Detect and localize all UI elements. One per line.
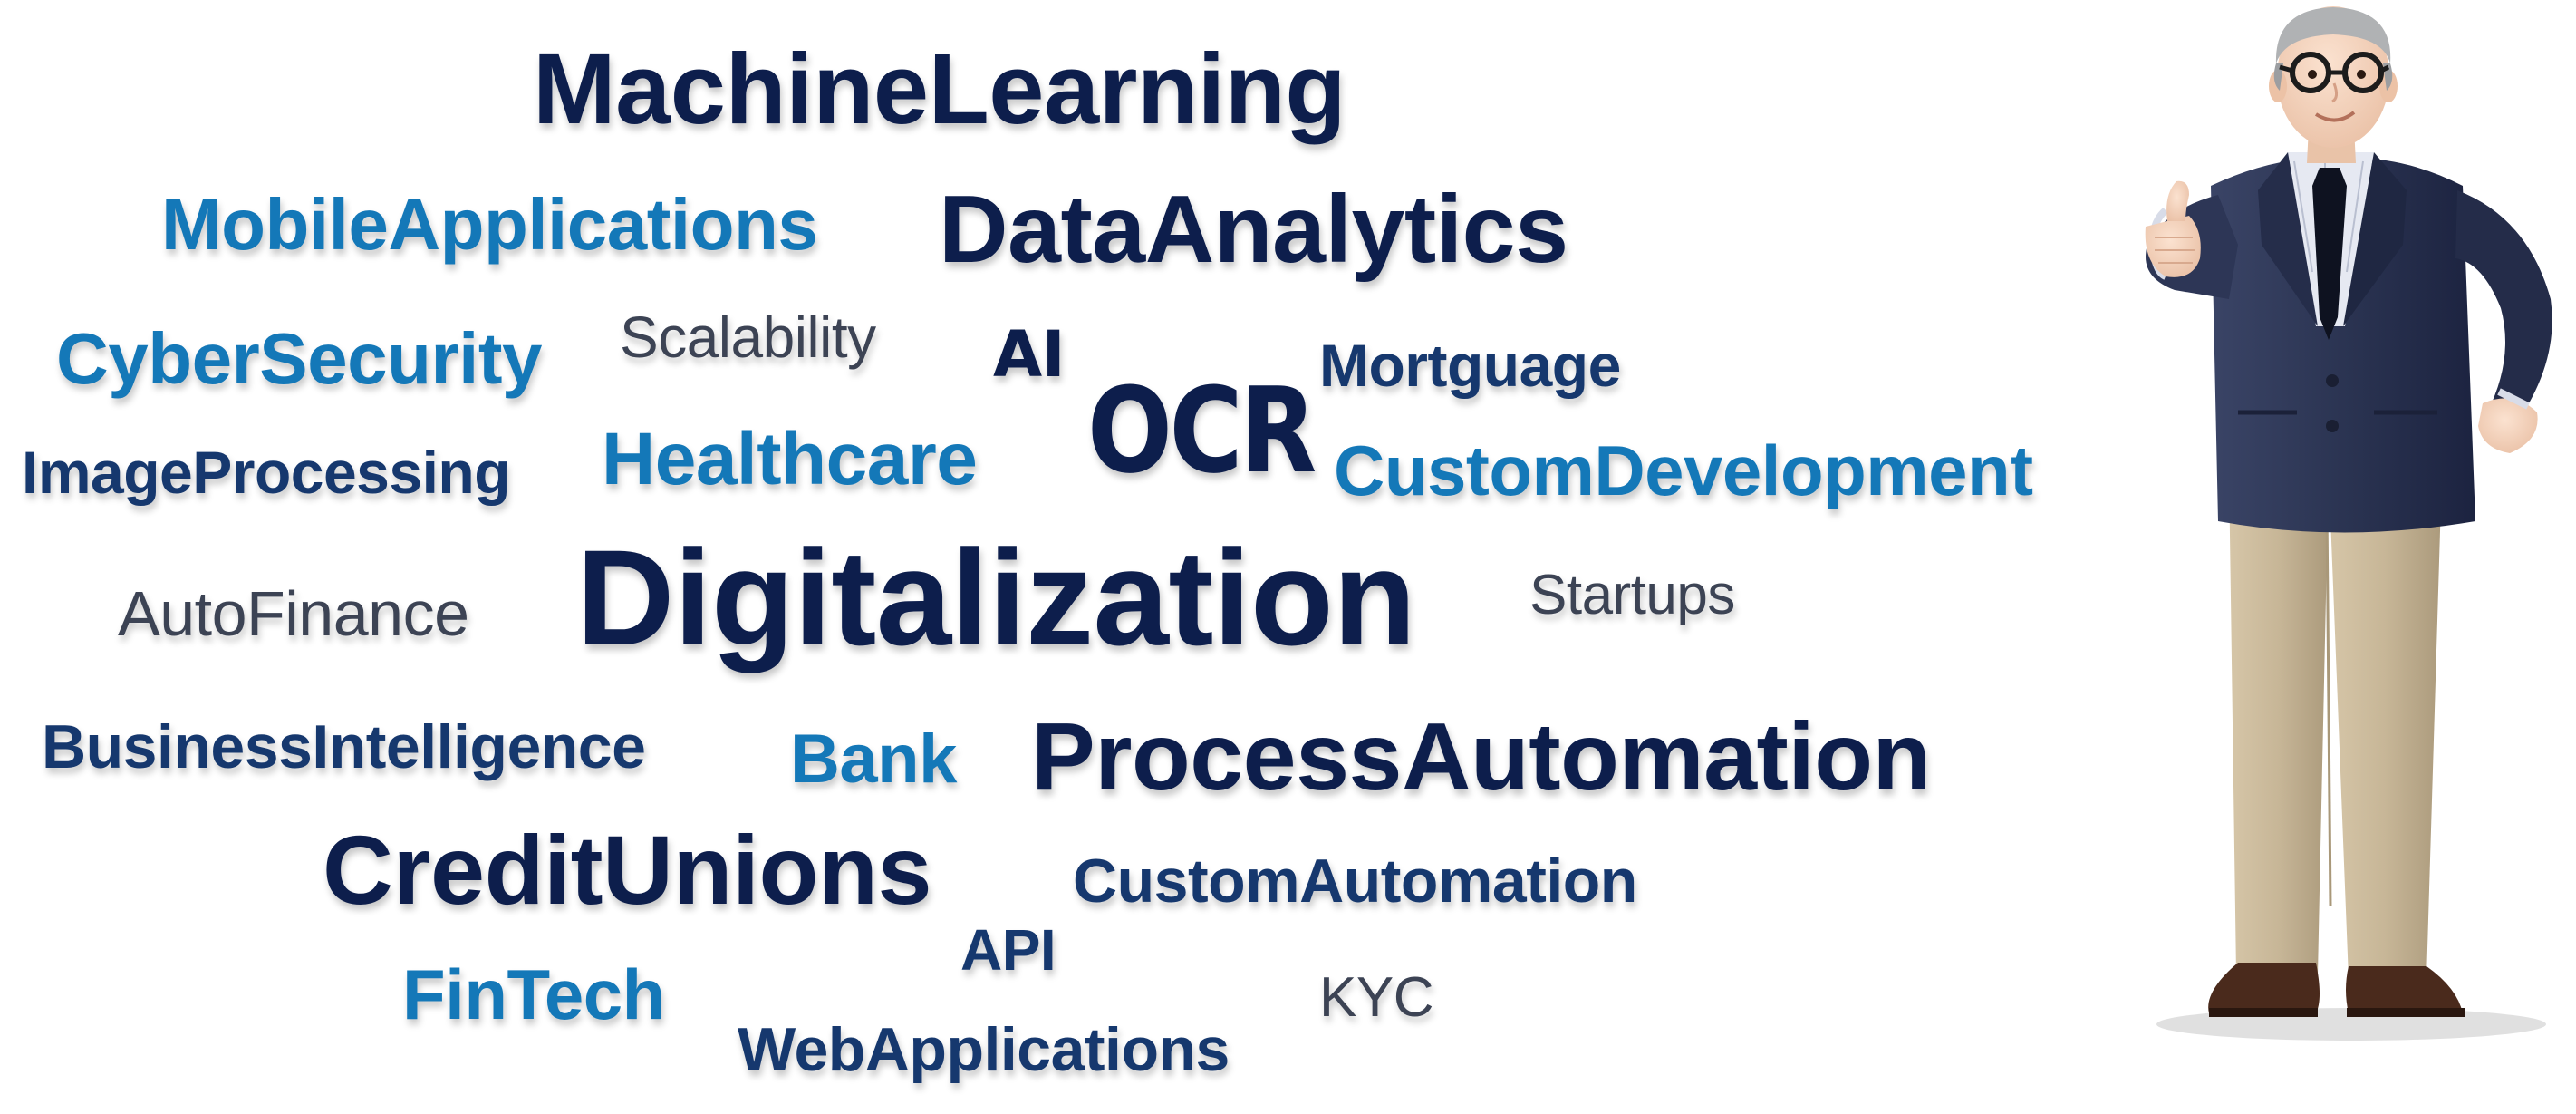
word-bank: Bank [790,721,957,798]
word-mortguage: Mortguage [1319,332,1621,399]
word-healthcare: Healthcare [602,418,978,500]
word-custom-development: CustomDevelopment [1334,431,2033,510]
word-scalability: Scalability [620,305,876,370]
word-api: API [960,917,1056,983]
word-startups: Startups [1529,564,1735,626]
word-process-automation: ProcessAutomation [1031,703,1931,810]
word-auto-finance: AutoFinance [118,578,469,649]
word-kyc: KYC [1319,966,1433,1029]
word-cloud: MachineLearning MobileApplications DataA… [22,34,2033,1084]
word-ocr: OCR [1087,362,1317,499]
word-web-applications: WebApplications [738,1015,1230,1084]
word-custom-automation: CustomAutomation [1073,847,1637,915]
word-business-intelligence: BusinessIntelligence [42,712,646,781]
word-image-processing: ImageProcessing [22,439,511,506]
word-data-analytics: DataAnalytics [939,176,1568,283]
word-credit-unions: CreditUnions [323,815,932,925]
businessman-thumbs-up-icon [2102,0,2576,1109]
word-cyber-security: CyberSecurity [56,318,542,399]
word-ai: AI [993,317,1066,392]
word-digitalization: Digitalization [576,521,1416,673]
word-fintech: FinTech [402,954,665,1034]
word-mobile-applications: MobileApplications [161,184,818,265]
word-machine-learning: MachineLearning [533,34,1346,145]
